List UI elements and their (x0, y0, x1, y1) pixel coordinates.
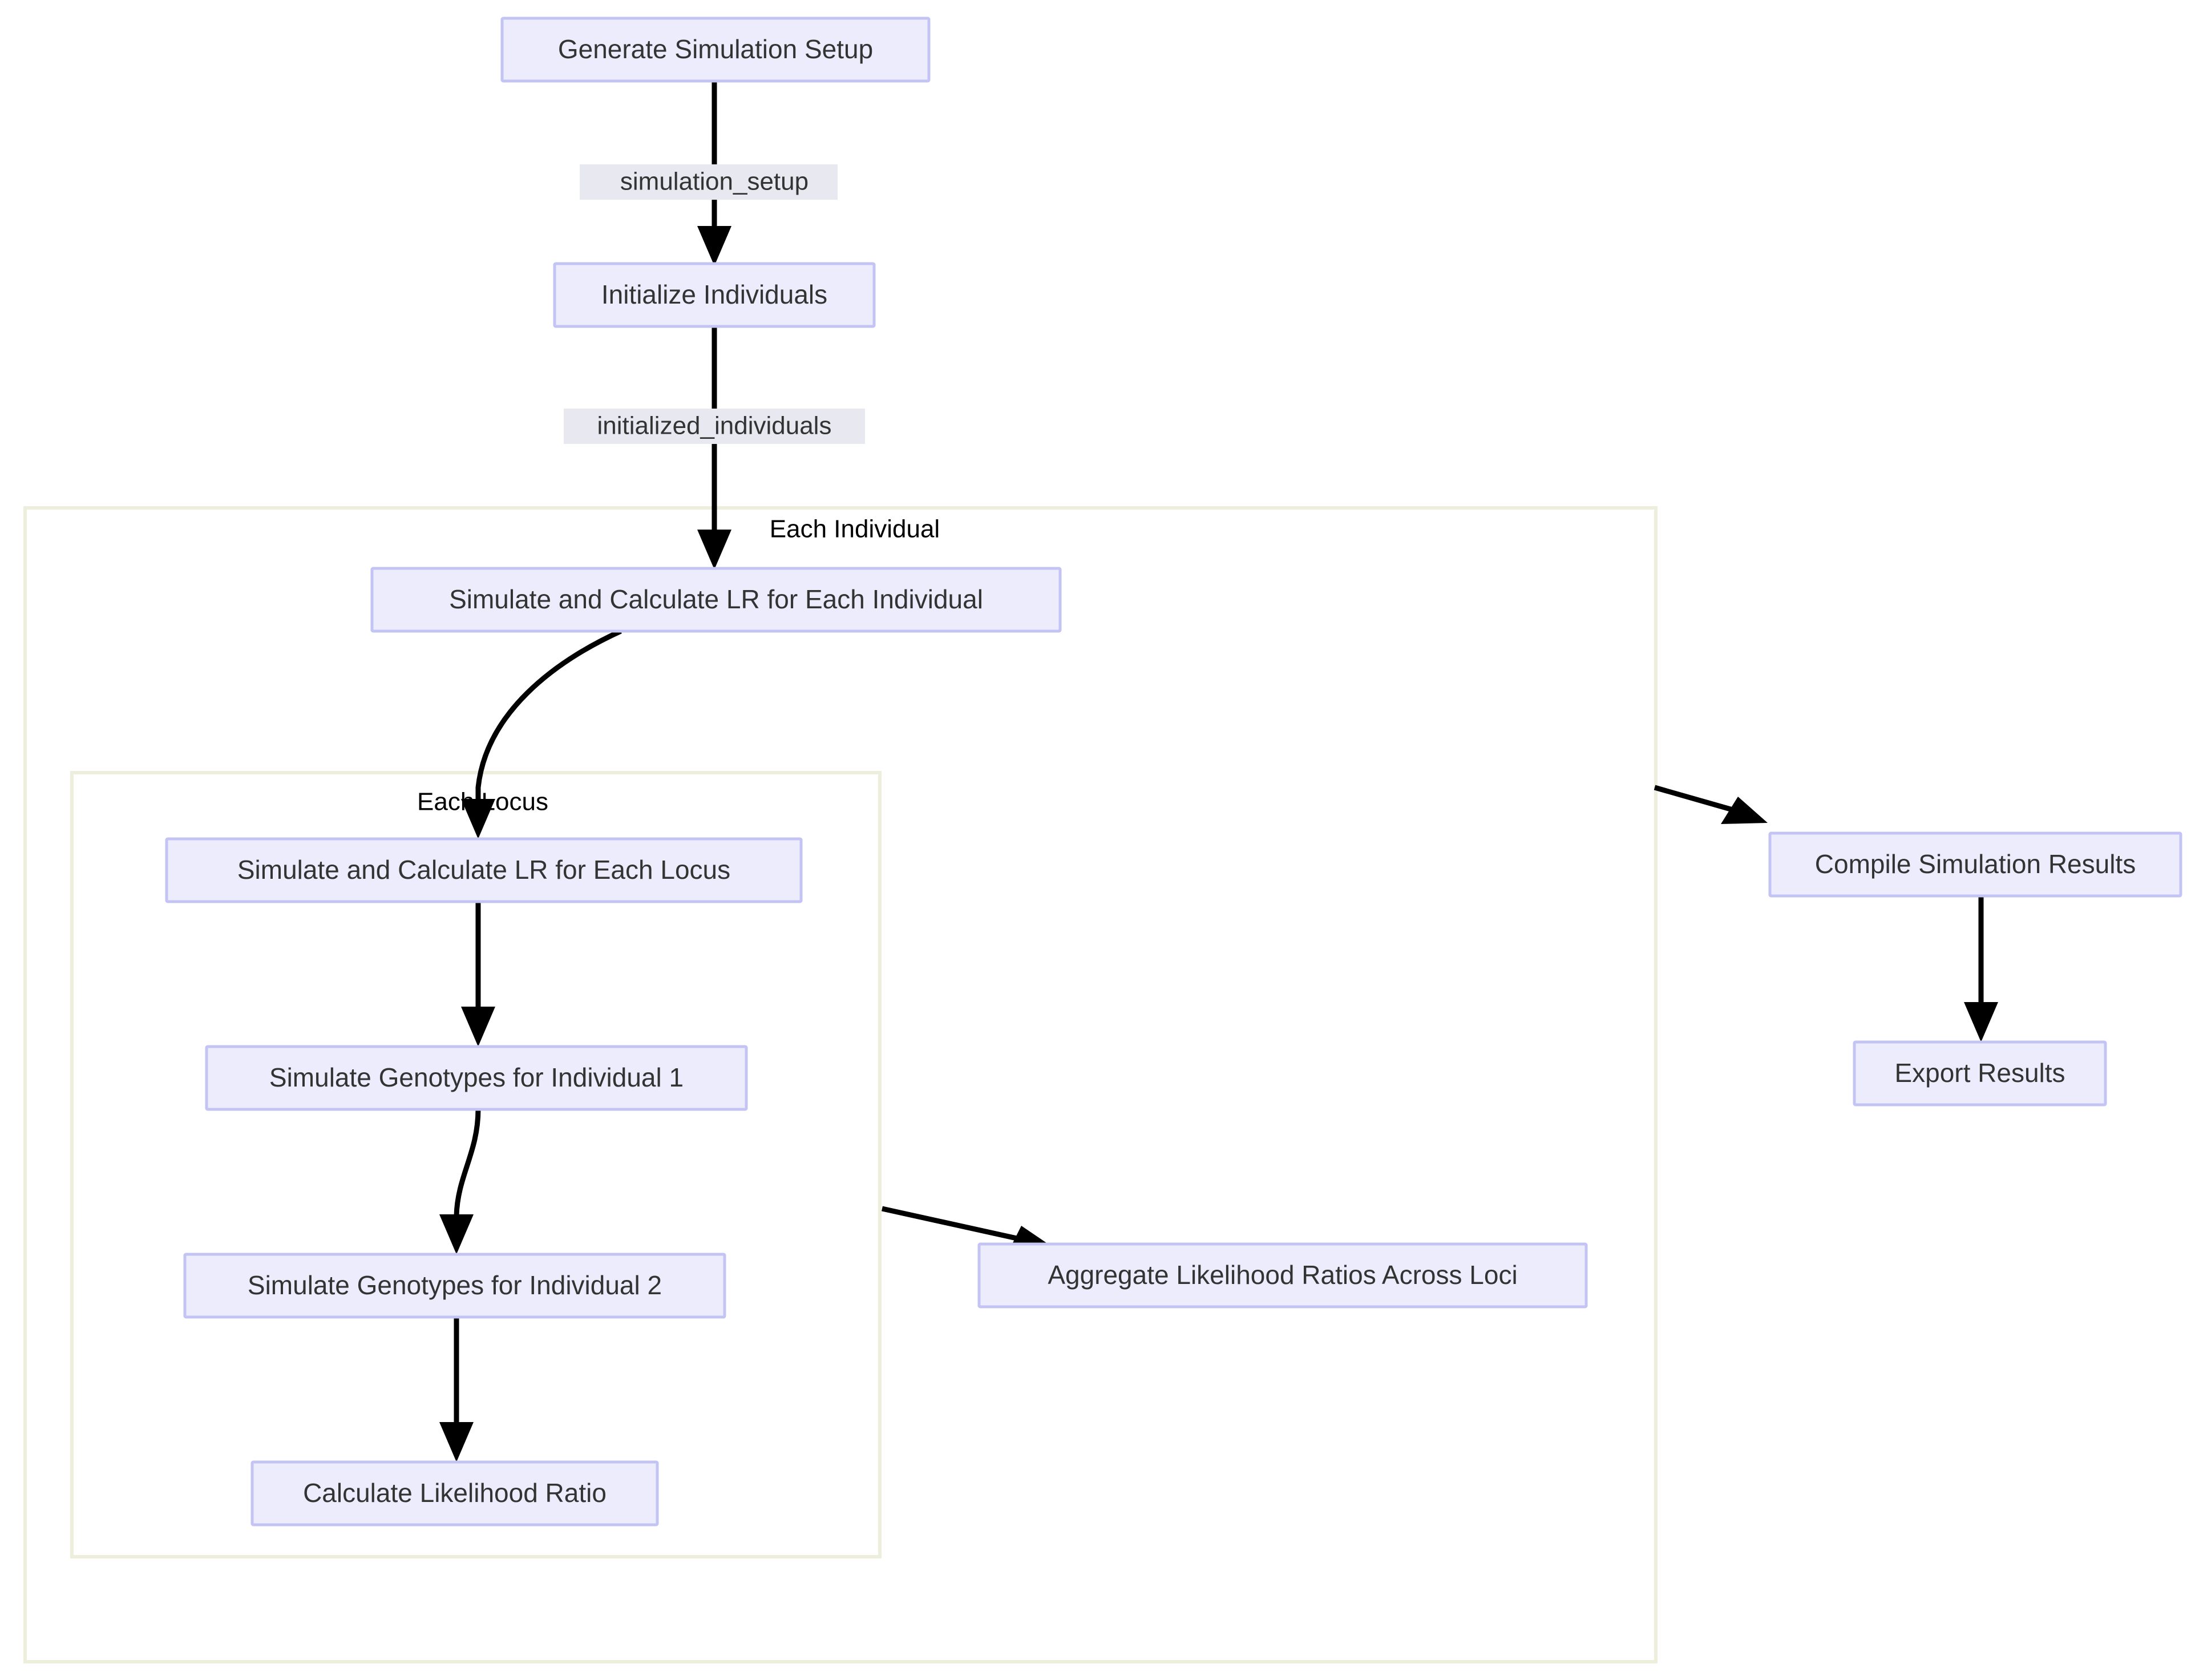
node-simulate-calculate-lr-individual-label: Simulate and Calculate LR for Each Indiv… (449, 584, 983, 614)
edge-label-simulation-setup-text: simulation_setup (620, 168, 809, 196)
edge-locus-to-genotypes-1 (461, 902, 495, 1047)
node-calculate-likelihood-ratio[interactable]: Calculate Likelihood Ratio (250, 1460, 659, 1526)
node-export-results[interactable]: Export Results (1853, 1040, 2107, 1106)
edge-init-to-individual (697, 326, 731, 570)
edge-label-initialized-individuals-text: initialized_individuals (597, 412, 832, 440)
edge-label-each-individual-text: Each Individual (770, 515, 940, 543)
node-calculate-likelihood-ratio-label: Calculate Likelihood Ratio (303, 1478, 607, 1508)
node-simulate-genotypes-individual-2[interactable]: Simulate Genotypes for Individual 2 (183, 1253, 726, 1319)
edge-label-initialized-individuals: initialized_individuals (564, 409, 865, 444)
edge-label-each-locus-text: Each Locus (417, 788, 548, 816)
edge-genotypes-1-to-2 (439, 1109, 481, 1254)
node-aggregate-likelihood-ratios-label: Aggregate Likelihood Ratios Across Loci (1048, 1260, 1517, 1290)
edge-label-simulation-setup: simulation_setup (580, 164, 838, 200)
edge-individual-to-locus (461, 628, 622, 839)
edge-label-each-locus: Each Locus (417, 788, 548, 816)
node-generate-simulation-setup-label: Generate Simulation Setup (558, 34, 873, 64)
node-simulate-genotypes-individual-1-label: Simulate Genotypes for Individual 1 (269, 1063, 684, 1092)
cluster-each-individual (23, 506, 1658, 1663)
node-export-results-label: Export Results (1894, 1058, 2065, 1088)
node-initialize-individuals[interactable]: Initialize Individuals (553, 262, 876, 328)
node-simulate-genotypes-individual-1[interactable]: Simulate Genotypes for Individual 1 (205, 1045, 748, 1111)
node-simulate-calculate-lr-individual[interactable]: Simulate and Calculate LR for Each Indiv… (370, 567, 1062, 633)
node-aggregate-likelihood-ratios[interactable]: Aggregate Likelihood Ratios Across Loci (977, 1242, 1588, 1309)
node-compile-simulation-results[interactable]: Compile Simulation Results (1768, 831, 2182, 898)
cluster-each-locus (70, 771, 882, 1558)
node-initialize-individuals-label: Initialize Individuals (601, 280, 827, 309)
edge-genotypes-2-to-calculate-lr (439, 1317, 474, 1462)
edge-setup-to-init (697, 81, 731, 266)
node-simulate-calculate-lr-locus[interactable]: Simulate and Calculate LR for Each Locus (165, 837, 803, 903)
edge-label-each-individual: Each Individual (770, 515, 940, 543)
edge-compile-to-export (1964, 896, 1998, 1042)
node-simulate-genotypes-individual-2-label: Simulate Genotypes for Individual 2 (248, 1270, 662, 1300)
node-compile-simulation-results-label: Compile Simulation Results (1815, 849, 2136, 879)
edge-individual-cluster-to-compile (1654, 785, 1768, 824)
node-simulate-calculate-lr-locus-label: Simulate and Calculate LR for Each Locus (237, 855, 730, 885)
node-generate-simulation-setup[interactable]: Generate Simulation Setup (500, 17, 931, 83)
